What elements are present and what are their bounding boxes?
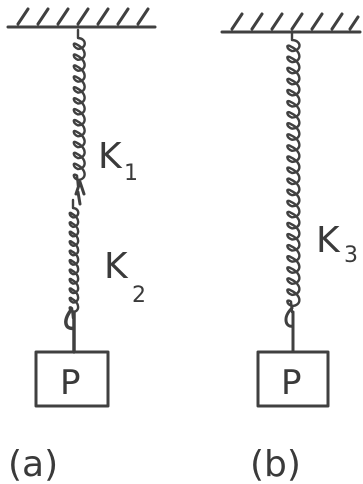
label-k2: K <box>104 246 129 287</box>
mass-label-a: P <box>60 363 81 403</box>
mass-block-b <box>256 350 330 408</box>
mass-hook-b <box>284 306 295 354</box>
spring-joint-hook <box>74 180 86 206</box>
spring-k1 <box>72 28 86 188</box>
caption-a: (a) <box>8 444 58 484</box>
label-k3-subscript: 3 <box>344 243 358 268</box>
label-k3: K <box>316 220 341 261</box>
spring-k2 <box>68 198 80 320</box>
label-k1-subscript: 1 <box>124 161 138 186</box>
spring-k3 <box>286 30 301 314</box>
mass-label-b: P <box>281 363 302 403</box>
ceiling-a <box>6 7 157 29</box>
mass-block-a <box>34 350 110 408</box>
mass-hook-a <box>64 308 76 354</box>
label-k1: K <box>98 136 123 177</box>
label-k2-subscript: 2 <box>132 283 146 308</box>
ceiling-b <box>220 12 362 34</box>
caption-b: (b) <box>250 444 301 484</box>
